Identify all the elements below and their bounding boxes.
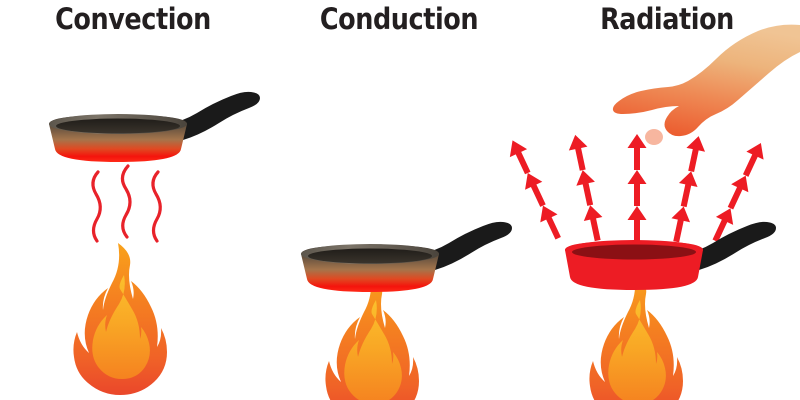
convection-current-group <box>91 164 162 243</box>
radiation-arrow-column <box>627 134 647 242</box>
hand-shape <box>612 24 800 137</box>
frying-pan-convection <box>49 91 260 162</box>
radiation-arrow <box>737 138 770 180</box>
pan-handle <box>680 221 776 272</box>
convection-current-wavy-line <box>151 170 162 243</box>
panel-conduction: Conduction <box>266 0 532 400</box>
convection-current-wavy-line <box>120 164 132 239</box>
frying-pan-radiation <box>565 221 776 290</box>
flame-inner <box>92 275 150 379</box>
radiation-arrow <box>627 206 647 242</box>
radiation-arrow-column <box>565 132 607 243</box>
radiation-arrow <box>573 168 600 208</box>
panel-title-conduction: Conduction <box>319 2 479 36</box>
hand <box>612 24 800 145</box>
flame-inner <box>608 300 666 400</box>
radiation-arrow <box>721 171 755 213</box>
conduction-illustration <box>301 221 512 400</box>
radiation-arrow-column <box>666 134 708 244</box>
radiation-arrow <box>681 134 708 174</box>
radiation-arrow <box>666 204 693 244</box>
panel-convection: Convection <box>0 0 266 400</box>
pan-interior <box>308 248 432 264</box>
pan-handle <box>416 221 512 272</box>
radiation-arrow <box>627 170 647 206</box>
convection-illustration <box>49 91 260 395</box>
radiation-arrow <box>534 201 567 243</box>
panel-radiation: Radiation <box>503 0 800 400</box>
flame-inner <box>344 300 402 400</box>
panel-title-convection: Convection <box>55 2 211 36</box>
flame-radiation <box>589 272 683 400</box>
radiation-arrow <box>580 203 607 243</box>
panel-title-radiation: Radiation <box>600 2 734 36</box>
radiation-arrow-grid <box>503 132 770 245</box>
pan-interior <box>56 118 180 134</box>
frying-pan-conduction <box>301 221 512 292</box>
flame-convection <box>73 243 167 395</box>
radiation-arrow <box>565 132 593 173</box>
fingertip-highlight <box>645 129 663 145</box>
pan-interior <box>572 244 696 260</box>
flame-conduction <box>325 272 419 400</box>
radiation-illustration <box>503 24 800 400</box>
convection-current-wavy-line <box>91 170 102 243</box>
radiation-arrow <box>627 134 647 170</box>
radiation-arrow <box>674 169 701 209</box>
pan-handle <box>164 91 260 142</box>
